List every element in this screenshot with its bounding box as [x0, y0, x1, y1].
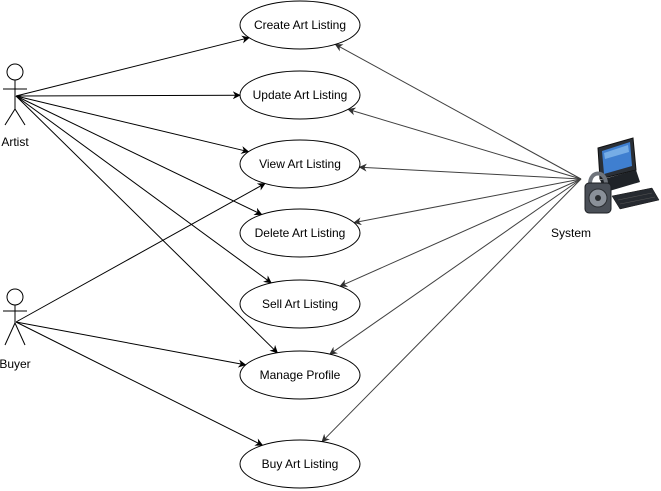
system-to-update-line	[347, 107, 582, 180]
artist-to-view-line	[15, 95, 250, 154]
system-to-delete-line	[353, 178, 582, 226]
artist-to-create-line	[15, 35, 250, 97]
use-case-label: Sell Art Listing	[262, 297, 338, 311]
system-to-buy-line	[321, 178, 582, 443]
use-case-label: Update Art Listing	[253, 88, 348, 102]
buyer-stick-figure-icon	[3, 288, 27, 346]
use-case-label: Buy Art Listing	[262, 457, 339, 471]
use-case-update[interactable]: Update Art Listing	[239, 70, 361, 120]
use-case-label: Manage Profile	[260, 368, 341, 382]
use-case-sell[interactable]: Sell Art Listing	[239, 279, 361, 329]
buyer-label: Buyer	[0, 357, 31, 371]
buyer-to-buy-line	[15, 321, 264, 446]
use-case-profile[interactable]: Manage Profile	[239, 350, 361, 400]
actor-artist[interactable]: Artist	[1, 63, 29, 149]
artist-stick-figure-icon	[3, 63, 27, 126]
actor-buyer[interactable]: Buyer	[0, 288, 31, 371]
association-lines	[15, 35, 582, 446]
artist-to-delete-line	[15, 95, 263, 215]
artist-to-sell-line	[15, 95, 272, 284]
actor-system[interactable]: System	[551, 137, 660, 240]
system-to-sell-line	[339, 178, 582, 287]
system-to-view-line	[358, 163, 582, 180]
system-label: System	[551, 226, 591, 240]
buyer-to-view-line	[15, 183, 266, 323]
artist-label: Artist	[1, 135, 29, 149]
use-case-create[interactable]: Create Art Listing	[239, 0, 361, 50]
system-to-create-line	[334, 43, 582, 180]
artist-to-profile-line	[15, 95, 278, 354]
buyer-to-profile-line	[15, 321, 247, 368]
use-case-delete[interactable]: Delete Art Listing	[239, 208, 361, 258]
use-case-label: View Art Listing	[259, 157, 341, 171]
use-case-label: Create Art Listing	[254, 18, 346, 32]
use-case-buy[interactable]: Buy Art Listing	[239, 439, 361, 489]
use-case-view[interactable]: View Art Listing	[239, 139, 361, 189]
use-case-label: Delete Art Listing	[255, 226, 346, 240]
artist-to-update-line	[15, 91, 241, 100]
locked-computer-icon	[584, 137, 660, 214]
system-to-profile-line	[329, 178, 582, 355]
